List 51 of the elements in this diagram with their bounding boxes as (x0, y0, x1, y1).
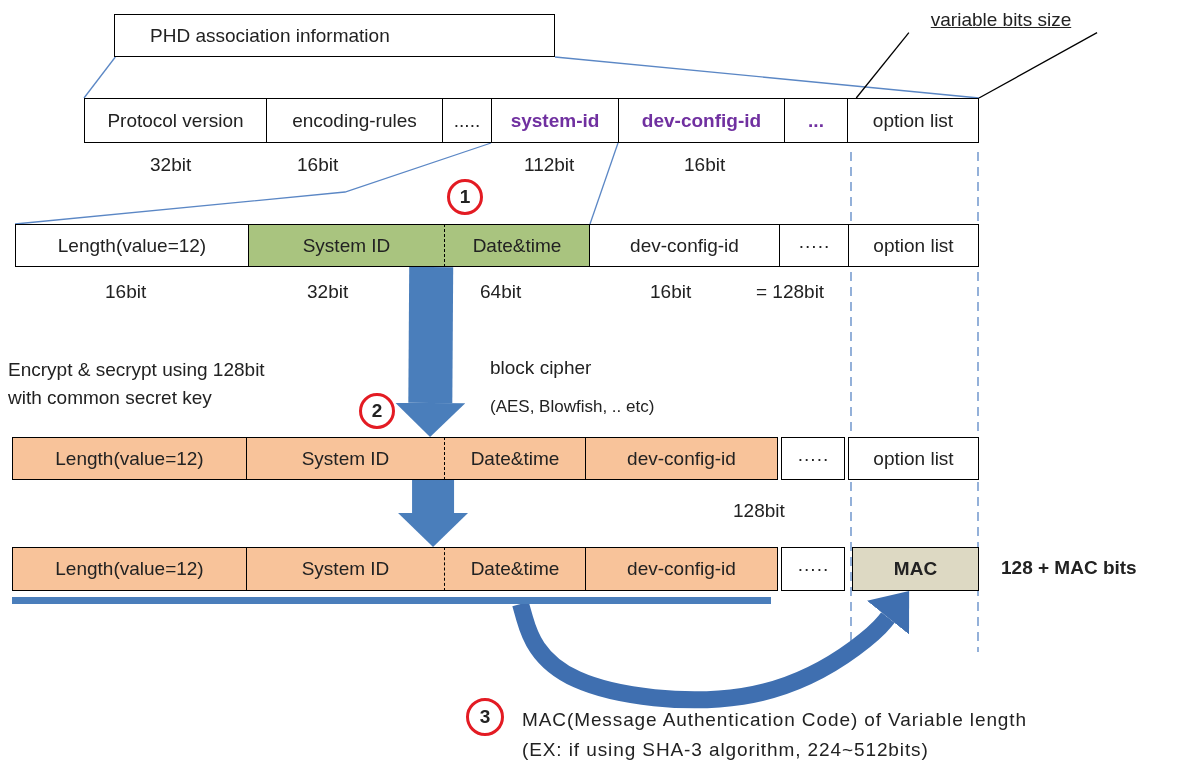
leader-line (978, 31, 1098, 99)
size-label: 128 + MAC bits (1001, 557, 1137, 579)
leader-line (589, 142, 619, 225)
bit-size-label: 112bit (524, 154, 575, 176)
bit-size-label: 16bit (105, 281, 147, 303)
leader-line (855, 31, 910, 99)
packet-field: MAC (852, 547, 979, 591)
packet-field: System ID (246, 437, 445, 480)
bit-size-label: 32bit (150, 154, 192, 176)
packet-field: ····· (781, 437, 845, 480)
packet-field: option list (847, 98, 979, 143)
block-arrow (398, 480, 469, 547)
note-text: Encrypt & secrypt using 128bit with common secret key (8, 358, 266, 410)
packet-field: system-id (491, 98, 619, 143)
packet-field: Date&time (444, 437, 586, 480)
packet-field: dev-config-id (585, 547, 778, 591)
packet-field: Length(value=12) (15, 224, 249, 267)
packet-field: System ID (246, 547, 445, 591)
leader-line (83, 56, 116, 99)
packet-field: ····· (781, 547, 845, 591)
packet-field: ... (784, 98, 848, 143)
packet-field: dev-config-id (585, 437, 778, 480)
packet-field: option list (848, 224, 979, 267)
bit-size-label: 32bit (307, 281, 349, 303)
bit-size-label: 16bit (650, 281, 692, 303)
packet-field: encoding-rules (266, 98, 443, 143)
underline-bar (12, 597, 771, 604)
annotation-text: variable bits size (903, 6, 1099, 34)
bit-size-label: 64bit (480, 281, 522, 303)
packet-field: option list (848, 437, 979, 480)
packet-field: Length(value=12) (12, 437, 247, 480)
packet-field: Date&time (444, 224, 590, 267)
packet-field: ..... (442, 98, 492, 143)
packet-field: System ID (248, 224, 445, 267)
step-number: 3 (466, 698, 504, 736)
bit-size-label: = 128bit (756, 281, 825, 303)
note-text: block cipher (490, 357, 592, 379)
note-text: MAC(Message Authentication Code) of Variable length (EX: if using SHA-3 algorithm, 224~512bits) (522, 708, 1028, 762)
step-number: 2 (359, 393, 395, 429)
title-box: PHD association information (114, 14, 555, 57)
step-number: 1 (447, 179, 483, 215)
note-text: (AES, Blowfish, .. etc) (490, 397, 655, 417)
bit-size-label: 16bit (297, 154, 339, 176)
packet-field: Date&time (444, 547, 586, 591)
packet-field: Protocol version (84, 98, 267, 143)
bit-size-label: 128bit (733, 500, 785, 522)
packet-field: dev-config-id (618, 98, 785, 143)
packet-field: dev-config-id (589, 224, 780, 267)
packet-field: ····· (779, 224, 849, 267)
packet-field: Length(value=12) (12, 547, 247, 591)
bit-size-label: 16bit (684, 154, 726, 176)
